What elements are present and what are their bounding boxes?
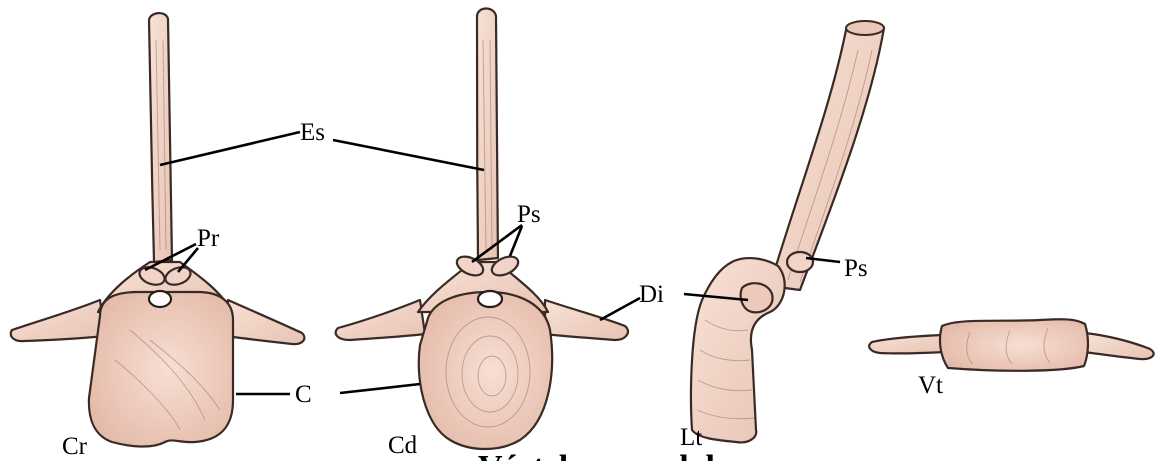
lateral-postzygapophysis [787, 252, 813, 272]
cranial-spinous-process [149, 13, 172, 262]
cranial-transverse-process-right [226, 300, 304, 344]
ventral-centrum [940, 319, 1088, 371]
leader-es-cranial [160, 132, 300, 165]
cranial-transverse-process-left [11, 300, 105, 341]
ventral-transverse-process-right [1084, 333, 1154, 359]
caption-fragment: Vértebra caudal [478, 449, 715, 461]
label-view-ventral: Vt [918, 372, 943, 399]
label-view-caudal: Cd [388, 432, 418, 459]
label-c: C [295, 381, 312, 408]
lateral-spine-tip [846, 21, 884, 35]
label-di: Di [639, 281, 664, 308]
caudal-neural-canal [478, 291, 502, 307]
leader-c-caudal [340, 384, 420, 393]
label-view-lateral: Lt [680, 424, 702, 451]
caudal-transverse-process-left [336, 300, 425, 340]
cranial-view [11, 13, 305, 446]
lateral-centrum [691, 258, 785, 442]
lateral-spinous-process [770, 21, 884, 290]
caudal-view [336, 9, 628, 450]
label-es: Es [300, 119, 325, 146]
cranial-neural-canal [149, 291, 171, 307]
ventral-view [869, 319, 1153, 371]
caudal-transverse-process-right [545, 300, 628, 340]
ventral-transverse-process-left [869, 335, 944, 353]
lateral-diapophysis [741, 283, 773, 312]
leader-es-caudal [333, 140, 484, 170]
label-view-cranial: Cr [62, 433, 88, 460]
label-ps-caudal: Ps [517, 201, 541, 228]
label-ps-lateral: Ps [844, 255, 868, 282]
leader-di-caudal [600, 298, 640, 320]
lateral-view [691, 21, 884, 442]
caudal-centrum [419, 292, 552, 449]
label-pr: Pr [197, 225, 220, 252]
cranial-centrum [89, 292, 233, 447]
caudal-spinous-process [477, 9, 498, 261]
